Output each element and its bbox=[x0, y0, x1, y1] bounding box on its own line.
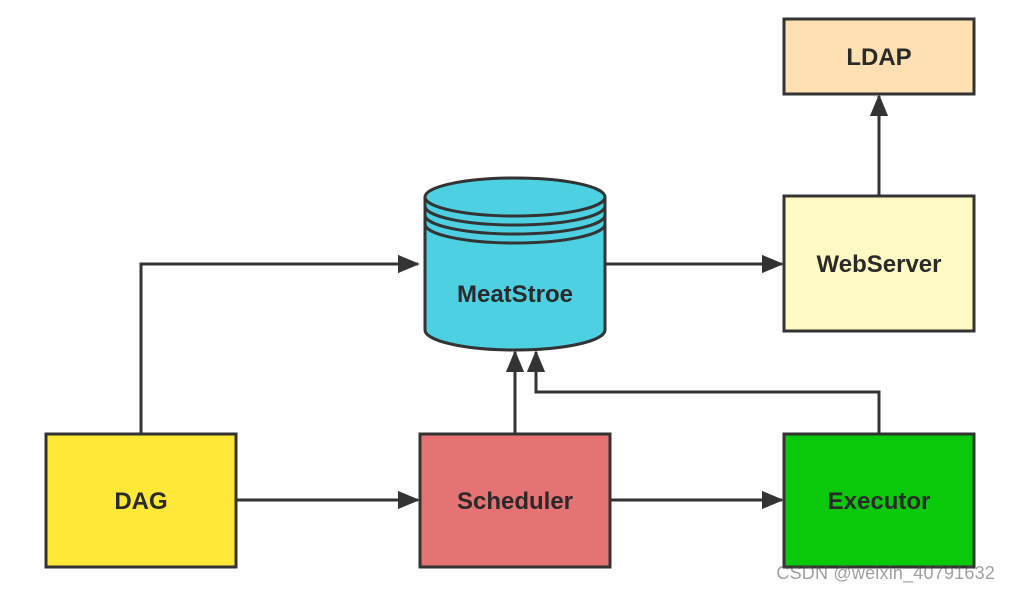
edge-dag-to-metastore bbox=[139, 254, 420, 434]
node-executor: Executor bbox=[782, 432, 976, 569]
node-ldap-box bbox=[782, 17, 976, 96]
node-webserver-label: WebServer bbox=[817, 251, 942, 278]
node-dag-label: DAG bbox=[114, 488, 167, 515]
edges bbox=[139, 94, 889, 510]
node-ldap: LDAP bbox=[782, 17, 976, 96]
node-scheduler: Scheduler bbox=[418, 432, 612, 569]
node-webserver: WebServer bbox=[782, 194, 976, 333]
node-executor-label: Executor bbox=[828, 488, 931, 515]
node-metastore-body bbox=[423, 197, 607, 352]
node-scheduler-label: Scheduler bbox=[457, 488, 573, 515]
node-metastore-rim-3 bbox=[423, 223, 607, 245]
node-metastore-rim-1 bbox=[423, 205, 607, 227]
node-scheduler-box bbox=[418, 432, 612, 569]
edge-executor-to-metastore bbox=[526, 350, 881, 434]
watermark-text: CSDN @weixin_40791632 bbox=[776, 563, 995, 583]
node-metastore-rim-2 bbox=[423, 214, 607, 236]
node-ldap-label: LDAP bbox=[846, 44, 911, 71]
node-dag: DAG bbox=[44, 432, 238, 569]
node-metastore-label: MeatStroe bbox=[457, 281, 573, 308]
node-metastore-top bbox=[423, 176, 607, 218]
node-dag-box bbox=[44, 432, 238, 569]
node-metastore: MeatStroe bbox=[423, 176, 607, 352]
node-executor-box bbox=[782, 432, 976, 569]
node-webserver-box bbox=[782, 194, 976, 333]
